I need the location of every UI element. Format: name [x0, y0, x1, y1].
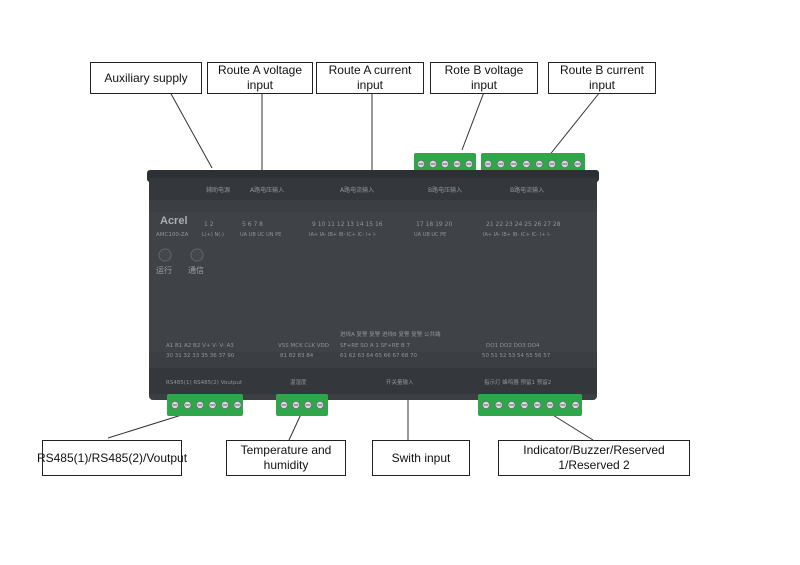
terms-b-current: 21 22 23 24 25 26 27 28	[486, 221, 561, 228]
top-label-b-voltage: B路电压输入	[428, 186, 462, 194]
callout-route-b-current: Route B current input	[548, 62, 656, 94]
terms-switch-sub: 61 62 63 64 65 66 67 68 70	[340, 353, 417, 359]
callout-indicator-buzzer: Indicator/Buzzer/Reserved 1/Reserved 2	[498, 440, 690, 476]
leader-route-b-voltage	[461, 91, 485, 151]
bottom-label-temp-humidity: 温湿度	[290, 378, 307, 386]
terms-rs485-sub: 30 31 32 33 35 36 37 90	[166, 353, 235, 359]
terms-b-voltage: 17 18 19 20	[416, 221, 452, 228]
status-comm-label: 通信	[188, 265, 204, 275]
terms-b-voltage-sub: UA UB UC PE	[414, 232, 446, 238]
bottom-label-indicator: 指示灯 蜂鸣器 预留1 预留2	[484, 378, 551, 386]
bottom-label-rs485: RS485(1) RS485(2) Voutput	[166, 380, 243, 386]
top-terminal-screws	[416, 159, 582, 168]
device-bottom-terminal-numbers: 进线A 复警 复警 进线B 复警 复警 公共端 A1 B1 A2 B2 V+ V…	[166, 330, 551, 359]
top-terminal-blocks	[414, 153, 585, 175]
leader-lines	[107, 91, 601, 441]
device-bottom-labels: RS485(1) RS485(2) Voutput 温湿度 开关量输入 指示灯 …	[166, 378, 551, 386]
callout-temperature-humidity: Temperature and humidity	[226, 440, 346, 476]
run-indicator-icon	[158, 248, 172, 262]
top-label-a-current: A路电流输入	[340, 186, 374, 194]
top-label-b-current: B路电流输入	[510, 186, 544, 194]
terminal-block-route-b-current	[481, 153, 585, 175]
leader-route-b-current	[547, 91, 601, 158]
terms-switch: SF+RE SO A 1 SF+RE B 7	[340, 343, 410, 349]
terms-aux: 1 2	[204, 221, 214, 228]
terms-indicator: DO1 DO2 DO3 DO4	[486, 343, 540, 349]
leader-aux-supply	[169, 91, 213, 169]
top-label-aux: 辅助电源	[206, 186, 230, 194]
terms-a-current-sub: IA+ IA- IB+ IB- IC+ IC- I+ I-	[309, 232, 377, 238]
bottom-terminal-screws	[170, 400, 580, 409]
comm-indicator-icon	[190, 248, 204, 262]
device-top-labels: 辅助电源 A路电压输入 A路电流输入 B路电压输入 B路电流输入	[206, 186, 544, 194]
brand-logo: Acrel	[160, 215, 188, 227]
callout-rs485: RS485(1)/RS485(2)/Voutput	[37, 440, 187, 476]
terms-a-voltage: 5 6 7 8	[242, 221, 263, 228]
callout-route-a-current: Route A current input	[316, 62, 424, 94]
bottom-header: 进线A 复警 复警 进线B 复警 复警 公共端	[340, 330, 441, 338]
terminal-block-indicator	[478, 394, 582, 416]
bottom-terminal-blocks	[167, 394, 582, 416]
device-top-label-strip	[149, 178, 597, 200]
bottom-label-switch: 开关量输入	[386, 378, 414, 386]
model-number: AMC100-ZA	[156, 232, 189, 238]
callout-route-a-voltage: Route A voltage input	[207, 62, 313, 94]
terms-rs485: A1 B1 A2 B2 V+ V- V- A3	[166, 343, 234, 349]
terms-aux-sub: L(+) N(-)	[202, 232, 224, 238]
device-front-panel	[149, 212, 597, 352]
terms-temp-humidity: VSS MCK CLK VDD	[278, 343, 329, 349]
leader-temp-humidity	[288, 411, 303, 441]
callout-auxiliary-supply: Auxiliary supply	[90, 62, 202, 94]
leader-indicator	[547, 411, 594, 441]
status-run-label: 运行	[156, 265, 172, 275]
terms-a-current: 9 10 11 12 13 14 15 16	[312, 221, 383, 228]
terms-b-current-sub: IA+ IA- IB+ IB- IC+ IC- I+ I-	[483, 232, 551, 238]
callout-route-b-voltage: Rote B voltage input	[430, 62, 538, 94]
terminal-block-rs485	[167, 394, 243, 416]
terms-temp-humidity-sub: 81 82 83 84	[280, 353, 314, 359]
terms-a-voltage-sub: UA UB UC UN PE	[240, 232, 281, 238]
callout-switch-input: Swith input	[372, 440, 470, 476]
terms-indicator-sub: 50 51 52 53 54 55 56 57	[482, 353, 551, 359]
device-top-terminal-numbers: 1 2 L(+) N(-) 5 6 7 8 UA UB UC UN PE 9 1…	[202, 221, 561, 238]
device-bottom-label-strip	[149, 368, 597, 394]
top-label-a-voltage: A路电压输入	[250, 186, 284, 194]
terminal-block-temp-humidity	[276, 394, 328, 416]
